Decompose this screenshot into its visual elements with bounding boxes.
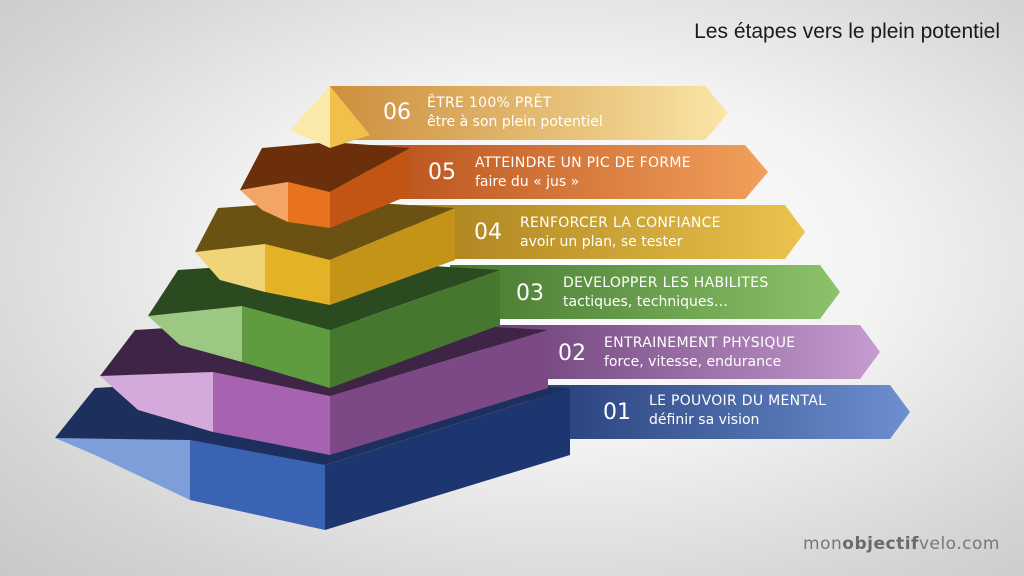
step-number-4: 04	[474, 220, 502, 245]
brand-watermark: monobjectifvelo.com	[803, 534, 1000, 554]
tier-4	[195, 200, 455, 305]
step-label-3: DEVELOPPER LES HABILITES tactiques, tech…	[563, 274, 769, 312]
banner-arrow-1	[530, 385, 910, 439]
step-number-5: 05	[428, 160, 456, 185]
step-label-4: RENFORCER LA CONFIANCE avoir un plan, se…	[520, 214, 721, 252]
banner-arrow-2	[490, 325, 880, 379]
brand-part-1: mon	[803, 534, 843, 554]
step-subtitle-1: définir sa vision	[649, 412, 760, 428]
tier-5	[240, 142, 410, 228]
step-number-3: 03	[516, 281, 544, 306]
step-label-1: LE POUVOIR DU MENTAL définir sa vision	[649, 392, 826, 430]
step-subtitle-6: être à son plein potentiel	[427, 114, 603, 130]
tier-6	[290, 86, 370, 148]
step-number-6: 06	[383, 100, 411, 125]
banner-arrow-4	[410, 205, 805, 259]
page-title: Les étapes vers le plein potentiel	[694, 20, 1000, 43]
step-subtitle-5: faire du « jus »	[475, 174, 580, 190]
step-title-5: ATTEINDRE UN PIC DE FORME	[475, 155, 691, 171]
banner-arrow-5	[370, 145, 768, 199]
step-label-2: ENTRAINEMENT PHYSIQUE force, vitesse, en…	[604, 334, 795, 372]
brand-part-2: objectif	[842, 534, 919, 554]
banner-arrow-6	[330, 86, 728, 140]
step-subtitle-2: force, vitesse, endurance	[604, 354, 782, 370]
step-title-2: ENTRAINEMENT PHYSIQUE	[604, 335, 796, 351]
step-label-6: ÊTRE 100% PRÊT être à son plein potentie…	[427, 94, 603, 132]
step-subtitle-4: avoir un plan, se tester	[520, 234, 683, 250]
step-title-1: LE POUVOIR DU MENTAL	[649, 393, 827, 409]
banner-arrow-3	[450, 265, 840, 319]
step-title-6: ÊTRE 100% PRÊT	[427, 95, 552, 111]
step-subtitle-3: tactiques, techniques…	[563, 294, 728, 310]
step-number-1: 01	[603, 400, 631, 425]
step-title-4: RENFORCER LA CONFIANCE	[520, 215, 721, 231]
brand-part-3: velo.com	[918, 534, 1000, 554]
step-number-2: 02	[558, 341, 586, 366]
step-label-5: ATTEINDRE UN PIC DE FORME faire du « jus…	[475, 154, 691, 192]
step-title-3: DEVELOPPER LES HABILITES	[563, 275, 769, 291]
